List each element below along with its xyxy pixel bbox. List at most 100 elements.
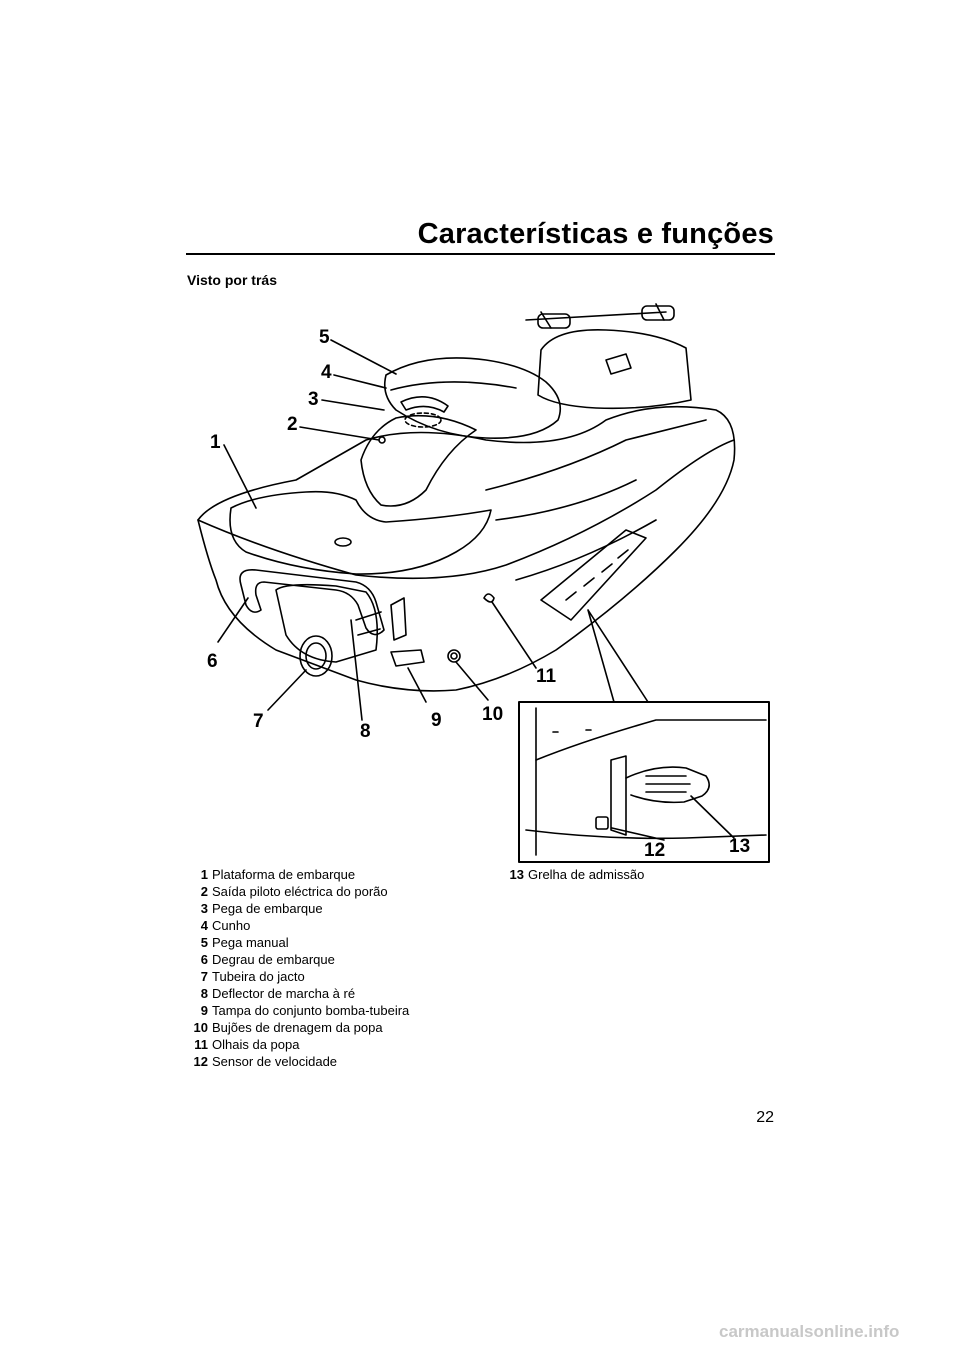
handlebar	[525, 303, 667, 329]
legend-num: 9	[200, 1003, 208, 1018]
callout-5: 5	[319, 327, 330, 348]
inset-eyes	[552, 729, 592, 733]
seat-line	[390, 381, 517, 391]
legend-text: Degrau de embarque	[212, 952, 335, 967]
inset-line-1	[535, 719, 767, 761]
callout-9: 9	[431, 710, 442, 731]
hull-line-3	[515, 519, 657, 581]
leader-8	[350, 619, 363, 721]
hull-outline	[197, 405, 736, 692]
legend-num: 11	[194, 1037, 208, 1052]
legend-item: 10 Bujões de drenagem da popa	[186, 1019, 409, 1036]
jet-nozzle	[299, 635, 333, 677]
legend-text: Pega manual	[212, 935, 289, 950]
illustration-svg: 5 4 3 2 1 6 7 8 9 10 11 12 13	[197, 303, 770, 863]
legend-text: Olhais da popa	[212, 1037, 300, 1052]
pump-side-cover	[390, 597, 407, 641]
legend-num: 2	[200, 884, 208, 899]
callout-13: 13	[729, 836, 750, 857]
legend-item: 1 Plataforma de embarque	[186, 866, 409, 883]
callout-6: 6	[207, 651, 218, 672]
legend-text: Plataforma de embarque	[212, 867, 356, 882]
leader-7	[267, 669, 307, 711]
callout-7: 7	[253, 711, 264, 732]
legend-item: 11 Olhais da popa	[186, 1036, 409, 1053]
reverse-gate	[355, 611, 382, 636]
legend-num: 8	[200, 986, 208, 1001]
callout-10: 10	[482, 704, 503, 725]
legend-text: Bujões de drenagem da popa	[212, 1020, 383, 1035]
legend-item: 9 Tampa do conjunto bomba-tubeira	[186, 1002, 410, 1019]
jet-nozzle-inner	[305, 642, 327, 670]
legend-text: Pega de embarque	[212, 901, 323, 916]
legend-text: Sensor de velocidade	[212, 1054, 338, 1069]
legend-num: 1	[200, 867, 208, 882]
callout-8: 8	[360, 721, 371, 742]
side-vent	[540, 529, 647, 621]
page-title: Características e funções	[417, 218, 774, 250]
callout-1: 1	[210, 432, 221, 453]
zoom-lines	[587, 609, 649, 703]
leader-11	[491, 601, 537, 669]
legend-text: Tampa do conjunto bomba-tubeira	[212, 1003, 410, 1018]
legend-item: 2 Saída piloto eléctrica do porão	[186, 883, 409, 900]
page-number: 22	[756, 1109, 774, 1126]
handle-hatch	[404, 412, 442, 428]
legend-text: Grelha de admissão	[528, 867, 645, 882]
leader-1	[223, 444, 257, 509]
handlebar-grip-left	[537, 313, 571, 329]
stern-eye	[483, 593, 495, 603]
inset-speed-sensor	[595, 816, 609, 830]
legend-num: 10	[193, 1020, 208, 1035]
console-vent	[605, 353, 632, 375]
inset-frame	[518, 701, 770, 863]
legend-text: Deflector de marcha à ré	[212, 986, 356, 1001]
leader-4	[333, 374, 387, 389]
callout-4: 4	[321, 362, 332, 383]
side-vent-slots	[565, 549, 629, 601]
inset-line-2	[525, 829, 767, 840]
watermark: carmanualsonline.info	[719, 1322, 900, 1341]
leader-10	[455, 661, 489, 701]
stern-drain-plug	[447, 649, 461, 663]
legend-num: 6	[200, 952, 208, 967]
leader-5	[330, 339, 397, 375]
jet-pump	[275, 583, 379, 663]
boarding-step	[239, 568, 385, 636]
leader-6	[217, 597, 249, 643]
legend-text: Cunho	[212, 918, 251, 933]
hull-line-1	[485, 419, 707, 491]
legend-num: 4	[200, 918, 208, 933]
legend-item: 6 Degrau de embarque	[186, 951, 409, 968]
boarding-platform-mat	[229, 490, 492, 575]
leader-12	[611, 827, 665, 841]
boarding-handle	[400, 396, 449, 413]
platform-cap	[334, 537, 352, 547]
legend-text: Saída piloto eléctrica do porão	[212, 884, 388, 899]
stern-drain-plug-inner	[450, 652, 458, 660]
deck-edge	[197, 439, 735, 580]
legend-text: Tubeira do jacto	[212, 969, 305, 984]
leader-3	[321, 399, 385, 411]
section-subtitle: Visto por trás	[187, 272, 277, 288]
callout-11: 11	[536, 666, 557, 687]
callout-3: 3	[308, 389, 319, 410]
leader-2	[299, 426, 380, 441]
title-rule	[186, 253, 775, 255]
inset-grate	[625, 766, 710, 804]
legend-item: 8 Deflector de marcha à ré	[186, 985, 409, 1002]
legend-column-1: 1 Plataforma de embarque 2 Saída piloto el…	[186, 866, 410, 1070]
pump-cover	[390, 649, 425, 667]
seat	[383, 357, 562, 439]
callout-2: 2	[287, 414, 298, 435]
legend-num: 13	[509, 867, 524, 882]
inset-plate	[610, 755, 627, 836]
inset-grate-slots	[645, 775, 691, 793]
hull-line-2	[495, 479, 637, 521]
bilge-outlet	[378, 436, 386, 444]
legend-item: 4 Cunho	[186, 917, 409, 934]
